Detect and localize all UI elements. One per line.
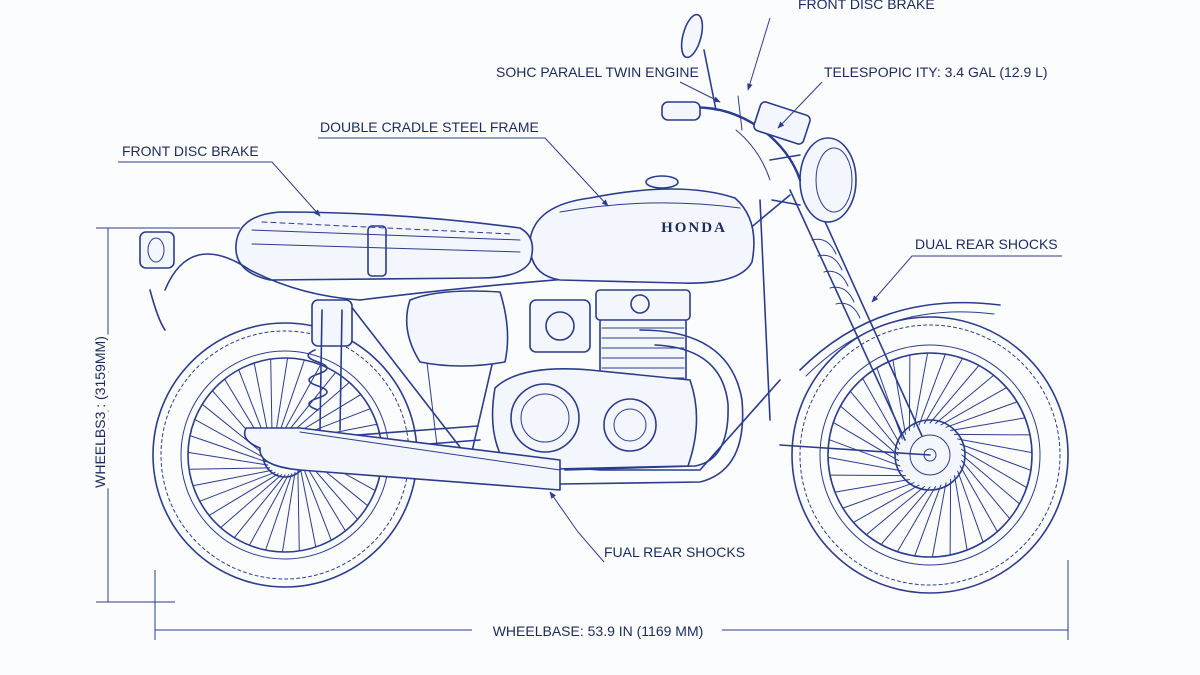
spoke xyxy=(923,357,964,424)
exhaust xyxy=(243,329,744,491)
spoke xyxy=(849,390,899,450)
spoke xyxy=(832,421,899,462)
spoke xyxy=(270,358,273,441)
callout-fual-rear-shocks-bottom: FUAL REAR SHOCKS xyxy=(604,544,745,560)
spoke xyxy=(301,464,332,541)
spoke xyxy=(233,474,286,539)
spoke xyxy=(880,486,931,545)
rear-fender xyxy=(139,231,361,331)
spoke xyxy=(297,469,300,552)
callout-leaders xyxy=(118,17,1062,563)
spoke xyxy=(192,469,273,487)
spoke xyxy=(957,470,984,543)
spoke xyxy=(896,486,937,553)
callout-front-disc-brake-top: FRONT DISC BRAKE xyxy=(798,0,935,12)
spoke xyxy=(949,479,952,556)
spoke xyxy=(950,417,1026,431)
fuel-tank: HONDA xyxy=(529,175,755,284)
spoke xyxy=(840,405,899,456)
spoke xyxy=(842,482,915,509)
spoke xyxy=(281,364,322,436)
spoke xyxy=(220,474,282,529)
spoke xyxy=(852,484,920,523)
headlight xyxy=(769,137,857,223)
callout-dual-rear-shocks-right: DUAL REAR SHOCKS xyxy=(915,236,1058,252)
spoke xyxy=(935,374,995,424)
callout-double-cradle-frame: DOUBLE CRADLE STEEL FRAME xyxy=(320,119,539,135)
rear-shock xyxy=(284,299,481,456)
spoke xyxy=(959,443,1032,471)
spoke xyxy=(961,454,1020,505)
seat xyxy=(235,211,534,281)
spoke xyxy=(303,461,346,532)
spoke xyxy=(961,448,1028,489)
telescopic-forks xyxy=(779,183,931,456)
spoke xyxy=(277,359,305,437)
spoke xyxy=(862,377,901,445)
spoke xyxy=(194,418,266,459)
spoke xyxy=(834,479,910,493)
spoke xyxy=(281,471,296,553)
spoke xyxy=(201,403,266,456)
spoke xyxy=(199,471,276,502)
spoke xyxy=(918,353,946,426)
spoke xyxy=(954,475,968,551)
spoke xyxy=(284,371,337,436)
front-fender xyxy=(799,301,1001,377)
spoke xyxy=(248,474,289,546)
wheelbase-dimension xyxy=(154,560,1069,640)
spoke xyxy=(274,357,289,439)
spoke xyxy=(827,456,903,472)
callout-telescopic-forks: TELESPOPIC ITY: 3.4 GAL (12.9 L) xyxy=(824,64,1048,80)
spoke xyxy=(189,435,267,463)
side-cover xyxy=(405,290,509,367)
tank-brand-logo: HONDA xyxy=(661,220,727,236)
spoke xyxy=(299,467,317,548)
spoke xyxy=(940,387,1008,426)
spoke xyxy=(188,467,271,470)
spoke xyxy=(187,451,269,466)
spoke xyxy=(961,460,1011,520)
spoke xyxy=(208,473,279,516)
spoke xyxy=(959,465,998,533)
spoke xyxy=(876,367,903,440)
wheelbase-dimension-label: WHEELBASE: 53.9 IN (1169 MM) xyxy=(493,623,704,639)
spoke xyxy=(265,473,293,551)
sohc-parallel-twin-engine xyxy=(491,289,698,477)
spoke xyxy=(913,352,929,428)
spoke xyxy=(954,433,1031,436)
spoke xyxy=(945,401,1018,428)
spoke xyxy=(914,484,942,557)
spoke xyxy=(957,438,1033,454)
spoke xyxy=(892,359,906,435)
height-dimension xyxy=(96,227,240,603)
spoke xyxy=(865,486,925,536)
front-wheel-spokes xyxy=(827,352,1033,558)
spoke xyxy=(931,482,947,558)
height-dimension-label: WHEELBS3 : (3159MM) xyxy=(92,336,108,488)
callout-sohc-engine: SOHC PARALEL TWIN ENGINE xyxy=(496,64,699,80)
spoke xyxy=(829,474,906,477)
spoke xyxy=(908,354,911,431)
callout-front-disc-brake-left: FRONT DISC BRAKE xyxy=(122,143,259,159)
spoke xyxy=(288,381,350,436)
spoke xyxy=(828,439,901,467)
handlebars xyxy=(661,13,811,182)
spoke xyxy=(929,365,980,424)
